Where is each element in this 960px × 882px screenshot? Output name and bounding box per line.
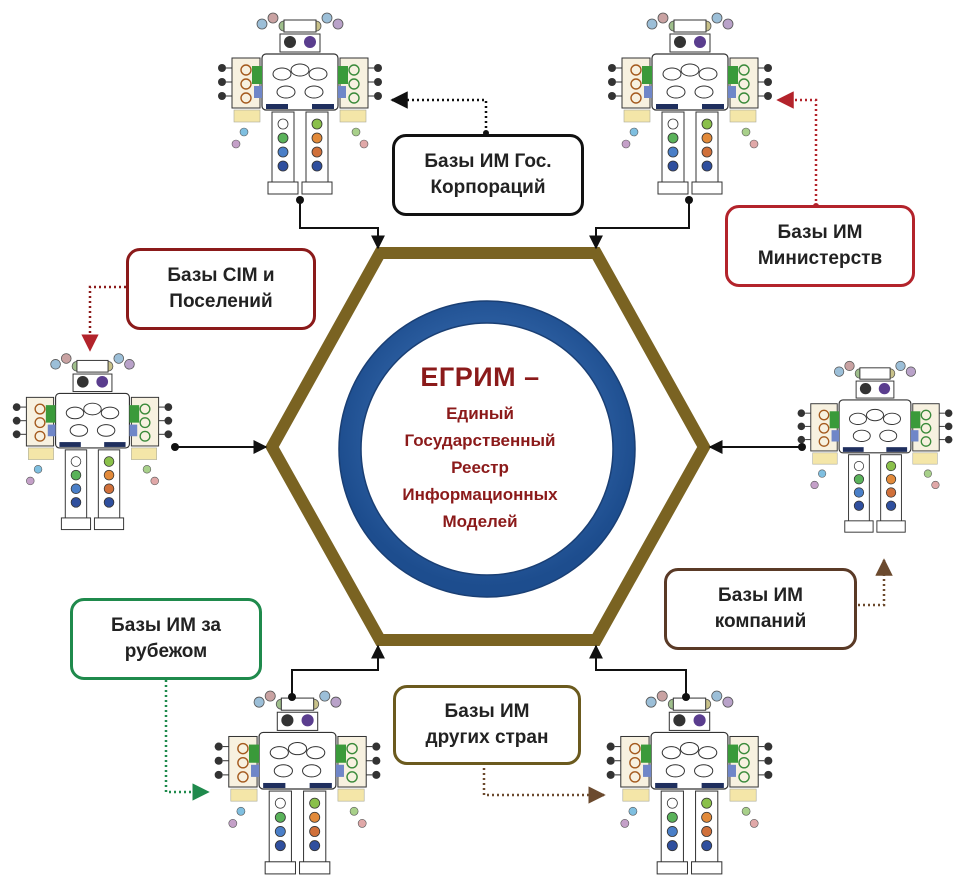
robot-model-icon [796,360,954,533]
dotted-connector-companies [858,558,893,607]
robot-model-icon [607,12,773,195]
dotted-connector-ministries [776,91,818,206]
dotted-connector-abroad [164,680,210,801]
connector-top-right [589,200,690,250]
dotted-connector-gov [390,91,488,133]
blue-ring [339,301,635,597]
connector-tail [798,443,806,451]
robot-model-icon [12,352,173,531]
connector-top-left [299,200,385,250]
robot-model-icon [217,12,383,195]
box-ministries: Базы ИМ Министерств [725,205,915,287]
box-other-countries: Базы ИМ других стран [393,685,581,765]
box-cim-settlements: Базы CIM и Поселений [126,248,316,330]
connector-tail [685,196,693,204]
box-companies: Базы ИМ компаний [664,568,857,650]
center-subtitle: Единый Государственный Реестр Информацио… [402,404,558,531]
ring-outline-outer [338,300,636,598]
center-title: ЕГРИМ – [420,362,540,392]
robot-model-icon [605,690,774,875]
connector-bottom-right [589,644,687,697]
connector-tail [682,693,690,701]
connector-tail [288,693,296,701]
center-label: ЕГРИМ – Единый Государственный Реестр Ин… [380,360,580,535]
connector-tail [296,196,304,204]
robot-model-icon [213,690,382,875]
dotted-connector-other [482,763,606,804]
connector-tail [171,443,179,451]
ring-outline-inner [360,322,614,576]
box-abroad: Базы ИМ за рубежом [70,598,262,680]
connector-bottom-left [291,644,385,697]
box-gov-corporations: Базы ИМ Гос. Корпораций [392,134,584,216]
dotted-connector-cim [81,285,126,352]
